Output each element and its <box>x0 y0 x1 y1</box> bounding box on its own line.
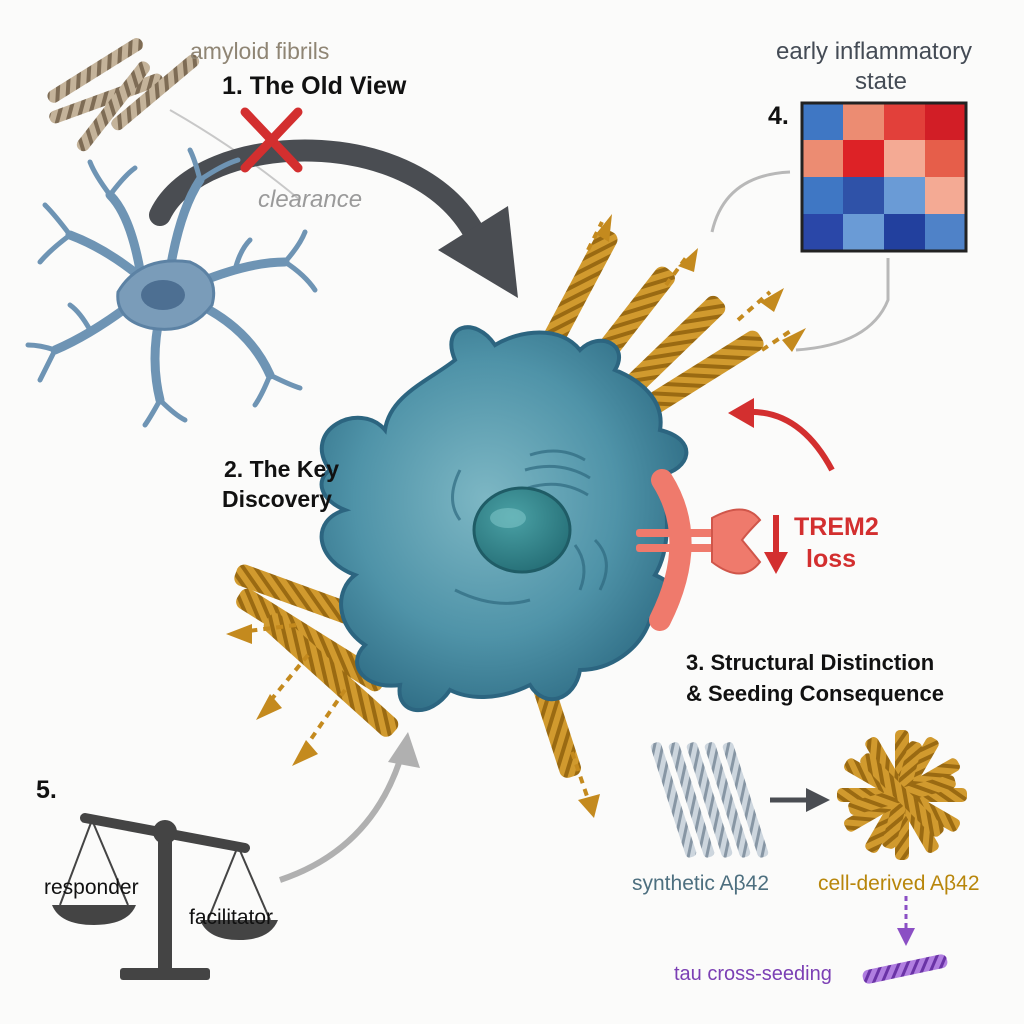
structural-title-line1: 3. Structural Distinction <box>686 650 935 675</box>
blocked-x-icon <box>240 107 303 173</box>
synthetic-label: synthetic Aβ42 <box>632 872 769 895</box>
nucleus <box>472 486 572 574</box>
key-discovery-title-line2: Discovery <box>222 486 332 512</box>
organelles <box>451 449 608 605</box>
trem2-label-line2: loss <box>806 545 857 573</box>
heatmap-cell <box>884 214 925 251</box>
neuron-nucleus <box>141 280 185 310</box>
key-discovery-title-line1: 2. The Key <box>224 456 340 482</box>
trem2-feedback-arrow <box>747 408 835 472</box>
trem2-label-line1: TREM2 <box>794 513 879 541</box>
inflammatory-caption-line1: early inflammatory <box>776 38 973 65</box>
cell-derived-fibrils-icon <box>837 730 967 860</box>
heatmap-cell <box>843 103 884 140</box>
heatmap-cell <box>843 177 884 214</box>
heatmap-connector-bottom <box>795 258 890 352</box>
cell-derived-label: cell-derived Aβ42 <box>818 872 980 895</box>
heatmap-cell <box>925 214 966 251</box>
heatmap-cell <box>925 140 966 177</box>
clearance-arrow <box>149 139 489 251</box>
balance-scale-icon <box>52 813 278 980</box>
fibril-arrow-heads <box>226 214 806 818</box>
section-5-number: 5. <box>36 776 57 804</box>
heatmap-cell <box>802 177 843 214</box>
heatmap-cell <box>802 140 843 177</box>
heatmap-cell <box>884 177 925 214</box>
old-view-title: 1. The Old View <box>222 72 407 100</box>
heatmap-cell <box>802 214 843 251</box>
inflammatory-caption-line2: state <box>855 68 908 95</box>
tau-cross-seeding-label: tau cross-seeding <box>674 963 832 985</box>
trem2-receptor-icon <box>636 508 762 575</box>
section-4-number: 4. <box>768 102 789 130</box>
clearance-label: clearance <box>258 186 363 213</box>
fibril-bundle-tan <box>47 38 200 152</box>
amyloid-fibrils-label: amyloid fibrils <box>190 38 330 64</box>
heatmap-cell <box>925 103 966 140</box>
heatmap-cell <box>884 140 925 177</box>
heatmap-cell <box>884 103 925 140</box>
responder-label: responder <box>44 876 139 899</box>
tau-fibril-icon <box>862 954 948 984</box>
heatmap-cell <box>925 177 966 214</box>
heatmap-cell <box>843 140 884 177</box>
facilitator-label: facilitator <box>189 906 274 929</box>
heatmap-cell <box>802 103 843 140</box>
heatmap-cell <box>843 214 884 251</box>
neuron-icon <box>25 147 318 428</box>
synthetic-fibrils-icon <box>650 742 769 858</box>
structural-title-line2: & Seeding Consequence <box>686 681 944 706</box>
clearance-arrow-head <box>438 206 518 298</box>
heatmap-connector-top <box>710 170 791 233</box>
heatmap-grid <box>802 103 966 251</box>
balance-to-cell-arrow <box>279 759 403 883</box>
